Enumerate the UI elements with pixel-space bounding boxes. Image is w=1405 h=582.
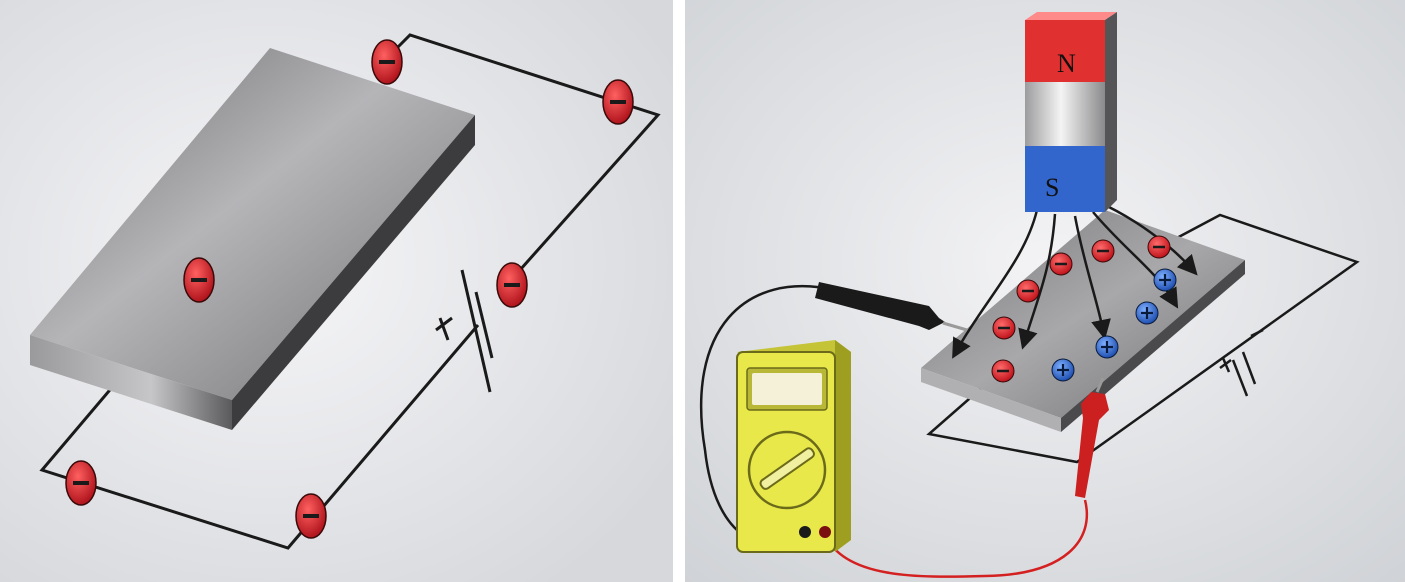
black-jack <box>799 526 811 538</box>
multimeter <box>736 340 851 553</box>
dial-pointer <box>759 447 815 490</box>
hole-icon <box>1153 268 1177 292</box>
right-panel-hall-effect: N S <box>685 0 1405 582</box>
electron-icons <box>65 39 634 539</box>
magnet-north-label: N <box>1057 49 1076 78</box>
electron-icon <box>991 359 1015 383</box>
electron-icon <box>295 493 327 539</box>
left-panel-current-flow <box>0 0 673 582</box>
multimeter-display <box>752 373 822 405</box>
battery-symbol <box>1219 328 1264 397</box>
circuit-wire <box>926 213 1360 464</box>
bar-magnet: N S <box>1025 12 1117 212</box>
magnet-middle <box>1025 82 1105 146</box>
conductor-plate <box>30 48 475 430</box>
red-probe-wire <box>823 499 1088 578</box>
hole-icon <box>1095 335 1119 359</box>
hole-icon <box>1051 358 1075 382</box>
black-probe <box>815 282 968 332</box>
electron-icon <box>371 39 403 85</box>
electron-icons <box>991 235 1171 383</box>
electron-icon <box>992 316 1016 340</box>
electron-icon <box>1147 235 1171 259</box>
electron-icon <box>65 460 97 506</box>
electron-icon <box>496 262 528 308</box>
electron-icon <box>1091 239 1115 263</box>
hole-icons <box>1051 268 1177 382</box>
magnet-south-pole <box>1025 146 1105 212</box>
hole-icon <box>1135 301 1159 325</box>
magnet-north-pole <box>1025 20 1105 82</box>
red-probe <box>1075 377 1109 498</box>
electron-icon <box>1016 279 1040 303</box>
electron-icon <box>602 79 634 125</box>
hall-effect-diagram: N S <box>685 0 1405 582</box>
battery-symbol <box>435 269 494 393</box>
electron-icon <box>183 257 215 303</box>
current-flow-diagram <box>0 0 673 582</box>
red-jack <box>819 526 831 538</box>
electron-icon <box>1049 252 1073 276</box>
magnet-south-label: S <box>1045 173 1059 202</box>
